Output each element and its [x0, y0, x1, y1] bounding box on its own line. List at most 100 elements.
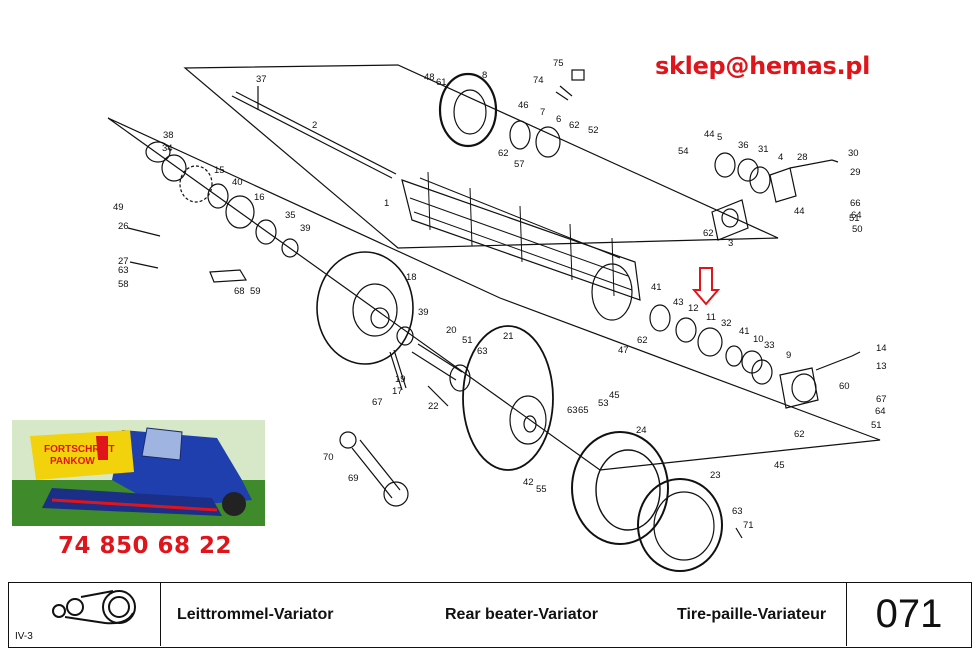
part-label: 62 — [498, 148, 509, 159]
ring-35 — [255, 219, 277, 245]
part-label: 11 — [706, 312, 716, 323]
badge-line2: PANKOW — [50, 456, 95, 467]
part-label: 6 — [556, 114, 561, 125]
fortschritt-badge: FORTSCHRITT PANKOW — [30, 430, 134, 480]
part-label: 58 — [118, 279, 129, 290]
upper-frame-outline — [183, 64, 779, 249]
part-label: 45 — [774, 460, 785, 471]
housing-9 — [779, 367, 819, 409]
part-label: 75 — [553, 58, 564, 69]
part-label: 50 — [852, 224, 863, 235]
pulley-8 — [438, 72, 498, 148]
ring-70 — [339, 431, 357, 449]
part-label: 38 — [163, 130, 174, 141]
part-label: 60 — [839, 381, 850, 392]
ring-39b — [396, 326, 414, 346]
title-block: IV-3 Leittrommel-Variator Rear beater-Va… — [8, 582, 972, 648]
levers-26-27 — [127, 227, 161, 269]
part-label: 5 — [717, 132, 722, 143]
sheet-code: IV-3 — [15, 631, 33, 642]
part-label: 23 — [710, 470, 721, 481]
part-label: 55 — [536, 484, 547, 495]
part-label: 62 — [637, 335, 648, 346]
shaft-2 — [231, 91, 397, 179]
part-label: 37 — [256, 74, 267, 85]
part-label: 59 — [250, 286, 261, 297]
housing-4 — [769, 167, 797, 203]
lower-frame-outline — [107, 117, 881, 471]
part-label: 54 — [678, 146, 689, 157]
part-label: 19 — [395, 374, 406, 385]
part-label: 20 — [446, 325, 457, 336]
shop-email[interactable]: sklep@hemas.pl — [655, 52, 871, 80]
part-label: 44 — [704, 129, 715, 140]
part-label: 15 — [214, 165, 225, 176]
page-number: 071 — [875, 592, 943, 636]
part-label: 43 — [673, 297, 684, 308]
part-label: 68 — [234, 286, 245, 297]
part-label: 2 — [312, 120, 317, 131]
part-label: 29 — [850, 167, 861, 178]
disc-21 — [462, 325, 554, 471]
part-label: 42 — [523, 477, 534, 488]
part-label: 64 — [875, 406, 886, 417]
part-label: 36 — [738, 140, 749, 151]
part-label: 51 — [871, 420, 882, 431]
part-label: 67 — [876, 394, 887, 405]
part-label: 16 — [254, 192, 265, 203]
nut-75 — [571, 69, 585, 81]
part-label: 10 — [753, 334, 764, 345]
pulley-23 — [637, 478, 723, 572]
bearing-12 — [675, 317, 697, 343]
part-label: 62 — [569, 120, 580, 131]
part-label: 62 — [794, 429, 805, 440]
part-label: 53 — [598, 398, 609, 409]
part-label: 1 — [384, 198, 389, 209]
shop-phone[interactable]: 74 850 68 22 — [58, 533, 233, 559]
ring-34 — [161, 154, 187, 182]
part-label: 47 — [618, 345, 629, 356]
highlight-arrow — [691, 267, 721, 306]
ring-33 — [751, 359, 773, 385]
part-label: 30 — [848, 148, 859, 159]
title-german: Leittrommel-Variator — [177, 606, 334, 623]
bolt-22 — [427, 385, 449, 407]
part-label: 44 — [794, 206, 805, 217]
part-label: 45 — [609, 390, 620, 401]
sprocket-15 — [179, 165, 213, 203]
part-label: 27 — [118, 256, 129, 267]
ring-39 — [281, 238, 299, 258]
flange-31 — [749, 166, 771, 194]
part-label: 9 — [786, 350, 791, 361]
hub-63 — [449, 364, 471, 392]
title-english: Rear beater-Variator — [445, 606, 598, 623]
part-label: 62 — [703, 228, 714, 239]
part-label: 51 — [849, 213, 860, 224]
part-label: 63 — [567, 405, 578, 416]
part-label: 49 — [113, 202, 124, 213]
bearing-16 — [225, 195, 255, 229]
part-label: 26 — [118, 221, 129, 232]
title-icon-cell: IV-3 — [9, 583, 161, 646]
part-label: 71 — [743, 520, 754, 531]
plate-68 — [209, 269, 248, 283]
part-label: 13 — [876, 361, 887, 372]
page-number-cell: 071 — [846, 583, 971, 646]
pulley-24 — [571, 431, 669, 545]
part-label: 63 — [477, 346, 488, 357]
spring-74 — [555, 85, 573, 101]
part-label: 32 — [721, 318, 732, 329]
part-label: 34 — [162, 143, 173, 154]
part-label: 31 — [758, 144, 769, 155]
part-label: 63 — [732, 506, 743, 517]
part-label: 35 — [285, 210, 296, 221]
harvester-photo: FORTSCHRITT PANKOW — [12, 420, 265, 526]
part-label: 4 — [778, 152, 783, 163]
hub-7 — [509, 120, 531, 150]
part-label: 51 — [462, 335, 473, 346]
part-label: 22 — [428, 401, 439, 412]
part-label: 18 — [406, 272, 417, 283]
part-label: 57 — [514, 159, 525, 170]
part-label: 66 — [850, 198, 861, 209]
part-label: 3 — [728, 238, 733, 249]
